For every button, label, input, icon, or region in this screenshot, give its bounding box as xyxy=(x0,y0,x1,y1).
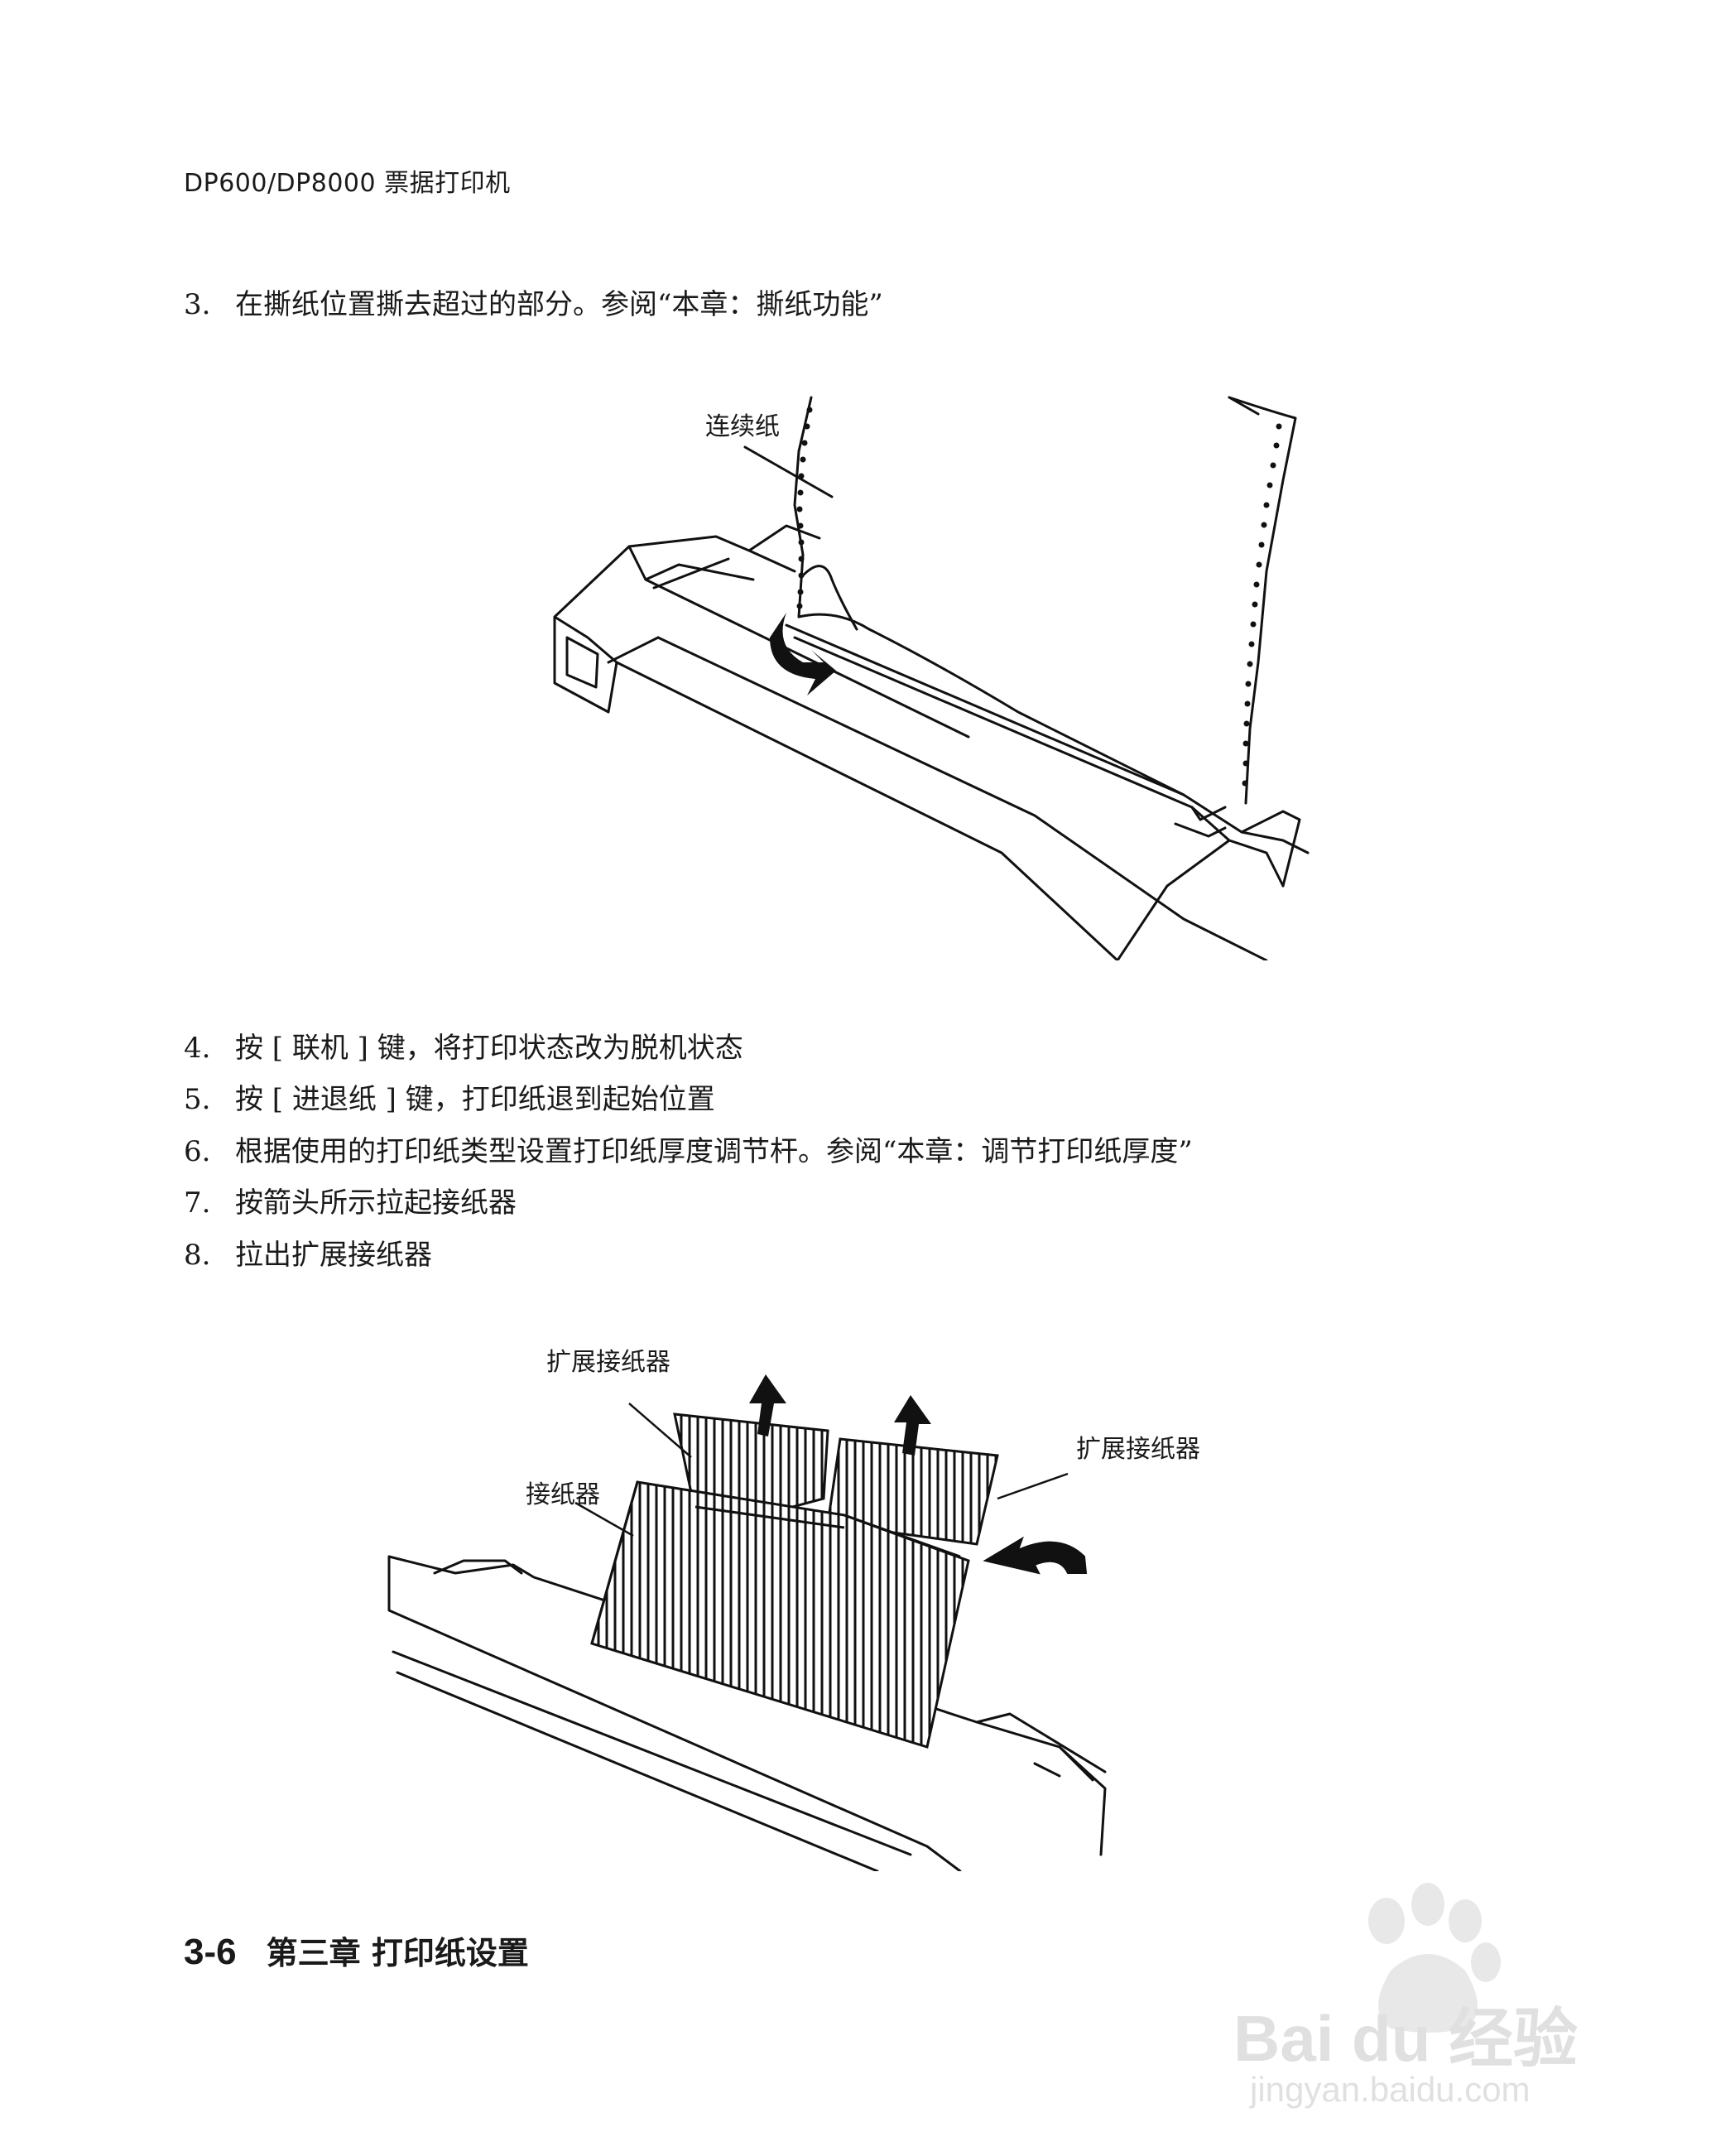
label-extension-stacker-left: 扩展接纸器 xyxy=(546,1348,670,1377)
document-header: DP600/DP8000 票据打印机 xyxy=(184,169,511,198)
pull-up-arrow-icon xyxy=(894,1395,931,1456)
step-8: 8. 拉出扩展接纸器 xyxy=(184,1232,432,1273)
step-4: 4. 按 [ 联机 ] 键，将打印状态改为脱机状态 xyxy=(184,1025,743,1066)
watermark-url: jingyan.baidu.com xyxy=(1250,2070,1531,2109)
step-number: 4. xyxy=(184,1032,211,1065)
step-6: 6. 根据使用的打印纸类型设置打印纸厚度调节杆。参阅“本章：调节打印纸厚度” xyxy=(184,1129,1193,1169)
step-text: 拉出扩展接纸器 xyxy=(235,1239,432,1272)
baidu-watermark-logo: Bai du 经验 jingyan.baidu.com xyxy=(1217,1871,1614,2120)
watermark-brand: Bai du 经验 xyxy=(1233,2002,1579,2075)
label-continuous-paper: 连续纸 xyxy=(705,412,780,441)
figure-paper-stacker: 扩展接纸器 接纸器 扩展接纸器 xyxy=(381,1325,1258,1871)
step-number: 3. xyxy=(184,288,211,321)
step-number: 7. xyxy=(184,1186,211,1220)
label-extension-stacker-right: 扩展接纸器 xyxy=(1076,1435,1200,1464)
step-number: 8. xyxy=(184,1239,211,1272)
figure-tear-paper: 连续纸 xyxy=(538,389,1316,960)
chapter-title: 第三章 打印纸设置 xyxy=(266,1935,529,1971)
step-text: 根据使用的打印纸类型设置打印纸厚度调节杆。参阅“本章：调节打印纸厚度” xyxy=(235,1135,1193,1168)
label-paper-stacker: 接纸器 xyxy=(526,1480,600,1509)
tear-direction-arrow-icon xyxy=(770,613,836,695)
step-7: 7. 按箭头所示拉起接纸器 xyxy=(184,1180,517,1220)
flip-up-arrow-icon xyxy=(983,1536,1088,1575)
step-text: 按 [ 进退纸 ] 键，打印纸退到起始位置 xyxy=(235,1083,715,1116)
page-footer: 3-6 第三章 打印纸设置 xyxy=(184,1927,529,1973)
paw-icon xyxy=(1368,1883,1501,2033)
step-text: 按箭头所示拉起接纸器 xyxy=(235,1186,517,1220)
stacker-illustration xyxy=(387,1374,1107,1871)
step-text: 按 [ 联机 ] 键，将打印状态改为脱机状态 xyxy=(235,1032,743,1065)
step-3: 3. 在撕纸位置撕去超过的部分。参阅“本章：撕纸功能” xyxy=(184,282,883,322)
page-number: 3-6 xyxy=(184,1932,237,1972)
step-5: 5. 按 [ 进退纸 ] 键，打印纸退到起始位置 xyxy=(184,1076,715,1117)
step-number: 5. xyxy=(184,1083,211,1116)
pull-up-arrow-icon xyxy=(749,1374,786,1437)
step-number: 6. xyxy=(184,1135,211,1168)
step-text: 在撕纸位置撕去超过的部分。参阅“本章：撕纸功能” xyxy=(235,288,883,321)
printer-tear-illustration xyxy=(553,396,1310,960)
